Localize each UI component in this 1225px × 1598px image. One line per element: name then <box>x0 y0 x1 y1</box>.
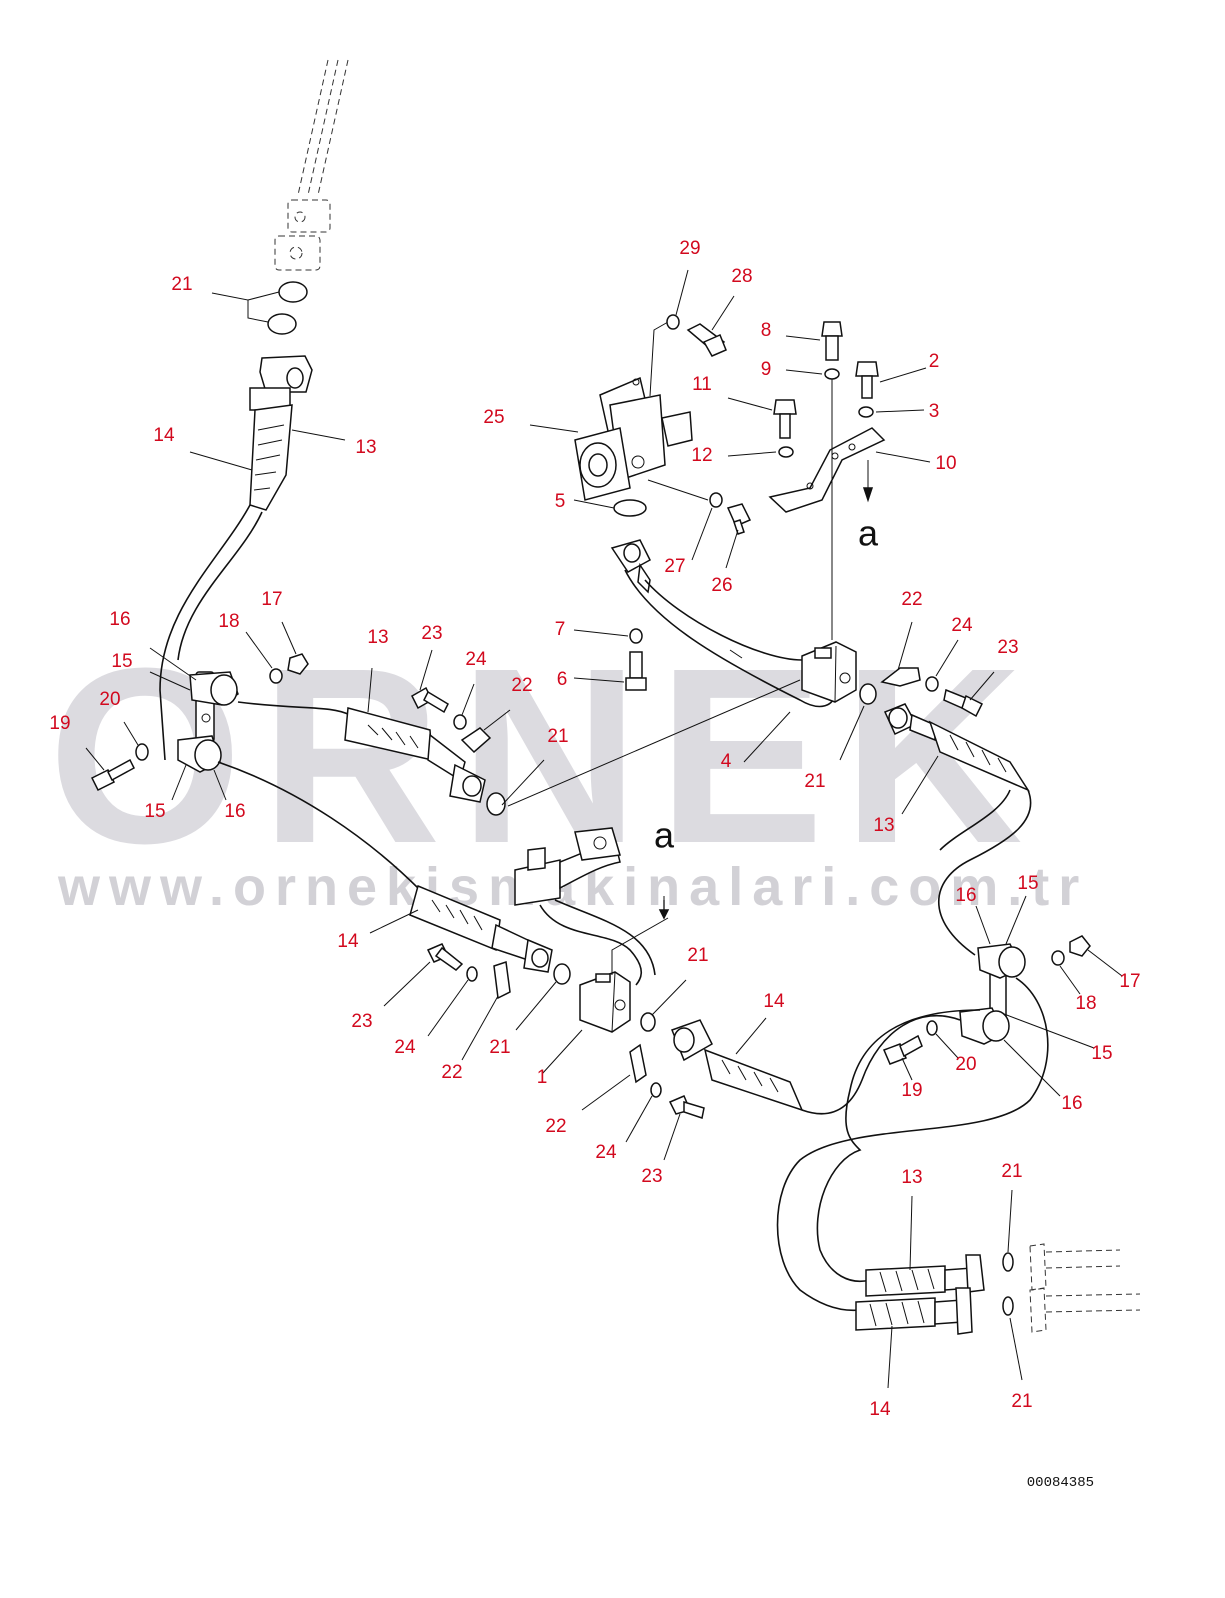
callout-16-left-b: 16 <box>224 801 245 822</box>
callout-19-right: 19 <box>901 1080 922 1101</box>
view-marker-a-upper: a <box>858 513 879 554</box>
callout-23-bottom: 23 <box>641 1166 662 1187</box>
bracket-10 <box>727 321 931 640</box>
callout-13-right: 13 <box>873 815 894 836</box>
callout-24-mid: 24 <box>465 649 487 670</box>
callout-21-low2: 21 <box>687 945 708 966</box>
callout-14-top: 14 <box>153 425 175 446</box>
hose-middle-14 <box>217 761 571 1061</box>
callout-24-right: 24 <box>951 615 973 636</box>
callout-15-right: 15 <box>1017 873 1038 894</box>
callout-5: 5 <box>555 491 566 512</box>
callout-13-top: 13 <box>355 437 376 458</box>
callout-10: 10 <box>935 453 956 474</box>
callout-15-left-b: 15 <box>144 801 165 822</box>
callout-11: 11 <box>692 374 712 395</box>
callout-labels: 21 14 13 16 15 20 19 15 16 18 17 13 23 2… <box>49 238 1140 1420</box>
callout-21-top: 21 <box>171 274 192 295</box>
hose-lower-center-14 <box>581 1014 961 1161</box>
callout-22-right: 22 <box>901 589 922 610</box>
callout-15-left: 15 <box>111 651 132 672</box>
callout-22-low: 22 <box>441 1062 462 1083</box>
callout-20-right: 20 <box>955 1054 976 1075</box>
document-number: 00084385 <box>1027 1475 1094 1491</box>
hose-assembly-top-left <box>159 355 346 761</box>
callout-25: 25 <box>483 407 504 428</box>
callout-7: 7 <box>555 619 566 640</box>
callout-3: 3 <box>929 401 940 422</box>
callout-17-left: 17 <box>261 589 282 610</box>
callout-21-right: 21 <box>804 771 825 792</box>
callout-28: 28 <box>731 266 752 287</box>
callout-18-left: 18 <box>218 611 239 632</box>
callout-6: 6 <box>557 669 568 690</box>
callout-13-mid: 13 <box>367 627 388 648</box>
view-marker-a-lower: a <box>654 815 675 856</box>
callout-23-mid: 23 <box>421 623 442 644</box>
callout-14-low: 14 <box>763 991 785 1012</box>
hose-middle-13 <box>237 649 801 816</box>
callout-22-mid: 22 <box>511 675 532 696</box>
valve-block-25 <box>529 269 752 569</box>
callout-4: 4 <box>721 751 732 772</box>
callout-12: 12 <box>691 445 712 466</box>
callout-26: 26 <box>711 575 732 596</box>
drawing: a a <box>85 59 1141 1389</box>
callout-2: 2 <box>929 351 940 372</box>
callout-23-right: 23 <box>997 637 1018 658</box>
callout-22-bottom: 22 <box>545 1116 566 1137</box>
component-1-block <box>514 827 687 1075</box>
o-ring-pair-top <box>211 281 308 335</box>
callout-20-left: 20 <box>99 689 120 710</box>
callout-15-right-b: 15 <box>1091 1043 1112 1064</box>
callout-14-bottom: 14 <box>869 1399 891 1420</box>
callout-19-left: 19 <box>49 713 70 734</box>
callout-24-low: 24 <box>394 1037 416 1058</box>
callout-21-low: 21 <box>489 1037 510 1058</box>
callout-1: 1 <box>537 1067 548 1088</box>
callout-29: 29 <box>679 238 700 259</box>
callout-24-bottom: 24 <box>595 1142 617 1163</box>
callout-21-bottom-b: 21 <box>1011 1391 1032 1412</box>
callout-17-right: 17 <box>1119 971 1140 992</box>
callout-18-right: 18 <box>1075 993 1096 1014</box>
callout-13-bottom: 13 <box>901 1167 922 1188</box>
callout-21-mid: 21 <box>547 726 568 747</box>
right-bracket-clamps <box>776 895 1123 1312</box>
callout-21-bottom-a: 21 <box>1001 1161 1022 1182</box>
callout-9: 9 <box>761 359 772 380</box>
left-bracket-clamps <box>85 621 309 801</box>
top-dashed-hose <box>274 59 349 271</box>
tube-4 <box>573 539 877 763</box>
hose-ends-bottom <box>855 1189 1141 1389</box>
callout-16-right: 16 <box>955 885 976 906</box>
hose-right-13 <box>880 621 1032 956</box>
callout-16-right-b: 16 <box>1061 1093 1082 1114</box>
callout-8: 8 <box>761 320 772 341</box>
callout-27: 27 <box>664 556 685 577</box>
callout-16-left: 16 <box>109 609 130 630</box>
callout-14-center: 14 <box>337 931 359 952</box>
callout-23-low: 23 <box>351 1011 372 1032</box>
